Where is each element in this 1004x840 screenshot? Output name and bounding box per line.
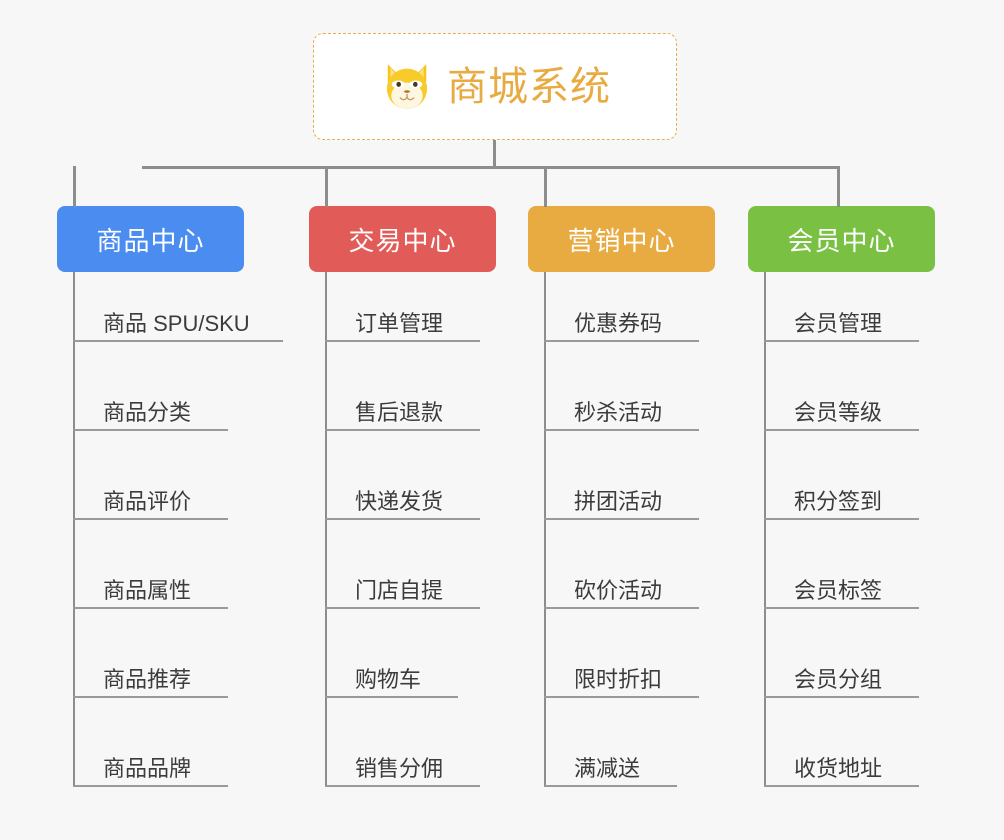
leaf-item[interactable]: 销售分佣 [325, 733, 480, 787]
leaf-item[interactable]: 秒杀活动 [544, 377, 699, 431]
category-label: 营销中心 [567, 225, 676, 256]
leaf-item-label: 收货地址 [794, 755, 883, 781]
connector-drop-4 [837, 166, 840, 207]
leaf-item[interactable]: 会员管理 [764, 288, 919, 342]
leaf-item[interactable]: 砍价活动 [544, 555, 699, 609]
leaf-item[interactable]: 会员分组 [764, 644, 919, 698]
leaf-item[interactable]: 拼团活动 [544, 466, 699, 520]
leaf-item-label: 快递发货 [355, 488, 444, 514]
leaf-item-label: 商品品牌 [103, 755, 192, 781]
leaf-item-label: 积分签到 [794, 488, 883, 514]
root-node[interactable]: 商城系统 [313, 33, 677, 140]
connector-drop-1 [73, 166, 76, 207]
leaf-item-label: 商品评价 [103, 488, 192, 514]
category-box-2[interactable]: 交易中心 [309, 206, 496, 272]
leaf-item[interactable]: 购物车 [325, 644, 458, 698]
leaf-item-label: 门店自提 [355, 577, 444, 603]
leaf-item-label: 秒杀活动 [574, 399, 663, 425]
branch-trunk-line [325, 272, 327, 787]
leaf-item[interactable]: 会员等级 [764, 377, 919, 431]
leaf-item-label: 售后退款 [355, 399, 444, 425]
leaf-item[interactable]: 商品属性 [73, 555, 228, 609]
connector-horizontal-bar [142, 166, 839, 169]
leaf-item[interactable]: 限时折扣 [544, 644, 699, 698]
leaf-item-label: 商品 SPU/SKU [103, 310, 250, 336]
branch-trunk-line [544, 272, 546, 787]
leaf-item-label: 拼团活动 [574, 488, 663, 514]
leaf-item[interactable]: 优惠券码 [544, 288, 699, 342]
leaf-item-label: 满减送 [574, 755, 641, 781]
leaf-item-label: 会员等级 [794, 399, 883, 425]
leaf-item-label: 商品推荐 [103, 666, 192, 692]
leaf-item[interactable]: 商品评价 [73, 466, 228, 520]
leaf-item[interactable]: 积分签到 [764, 466, 919, 520]
leaf-item[interactable]: 售后退款 [325, 377, 480, 431]
leaf-item[interactable]: 收货地址 [764, 733, 919, 787]
leaf-item-label: 限时折扣 [574, 666, 663, 692]
root-node-content: 商城系统 [379, 59, 611, 115]
category-label: 交易中心 [348, 225, 457, 256]
leaf-item[interactable]: 满减送 [544, 733, 677, 787]
leaf-item-label: 商品分类 [103, 399, 192, 425]
leaf-item-label: 会员分组 [794, 666, 883, 692]
connector-drop-3 [544, 166, 547, 207]
leaf-item-label: 砍价活动 [574, 577, 663, 603]
leaf-item[interactable]: 商品推荐 [73, 644, 228, 698]
leaf-item[interactable]: 商品分类 [73, 377, 228, 431]
connector-root-stem [493, 140, 496, 168]
category-box-1[interactable]: 商品中心 [57, 206, 244, 272]
leaf-item-label: 会员管理 [794, 310, 883, 336]
leaf-item[interactable]: 订单管理 [325, 288, 480, 342]
leaf-item[interactable]: 商品 SPU/SKU [73, 288, 283, 342]
leaf-item[interactable]: 快递发货 [325, 466, 480, 520]
leaf-item-label: 商品属性 [103, 577, 192, 603]
category-label: 商品中心 [96, 225, 205, 256]
leaf-item-label: 会员标签 [794, 577, 883, 603]
branch-trunk-line [73, 272, 75, 787]
shiba-dog-face-icon [386, 63, 428, 111]
leaf-item[interactable]: 门店自提 [325, 555, 480, 609]
leaf-item-label: 购物车 [355, 666, 422, 692]
leaf-item-label: 销售分佣 [355, 755, 444, 781]
category-label: 会员中心 [787, 225, 896, 256]
category-box-3[interactable]: 营销中心 [528, 206, 715, 272]
leaf-item[interactable]: 商品品牌 [73, 733, 228, 787]
root-title: 商城系统 [447, 64, 611, 109]
leaf-item-label: 优惠券码 [574, 310, 663, 336]
leaf-item[interactable]: 会员标签 [764, 555, 919, 609]
connector-drop-2 [325, 166, 328, 207]
leaf-item-label: 订单管理 [355, 310, 444, 336]
category-box-4[interactable]: 会员中心 [748, 206, 935, 272]
branch-trunk-line [764, 272, 766, 787]
